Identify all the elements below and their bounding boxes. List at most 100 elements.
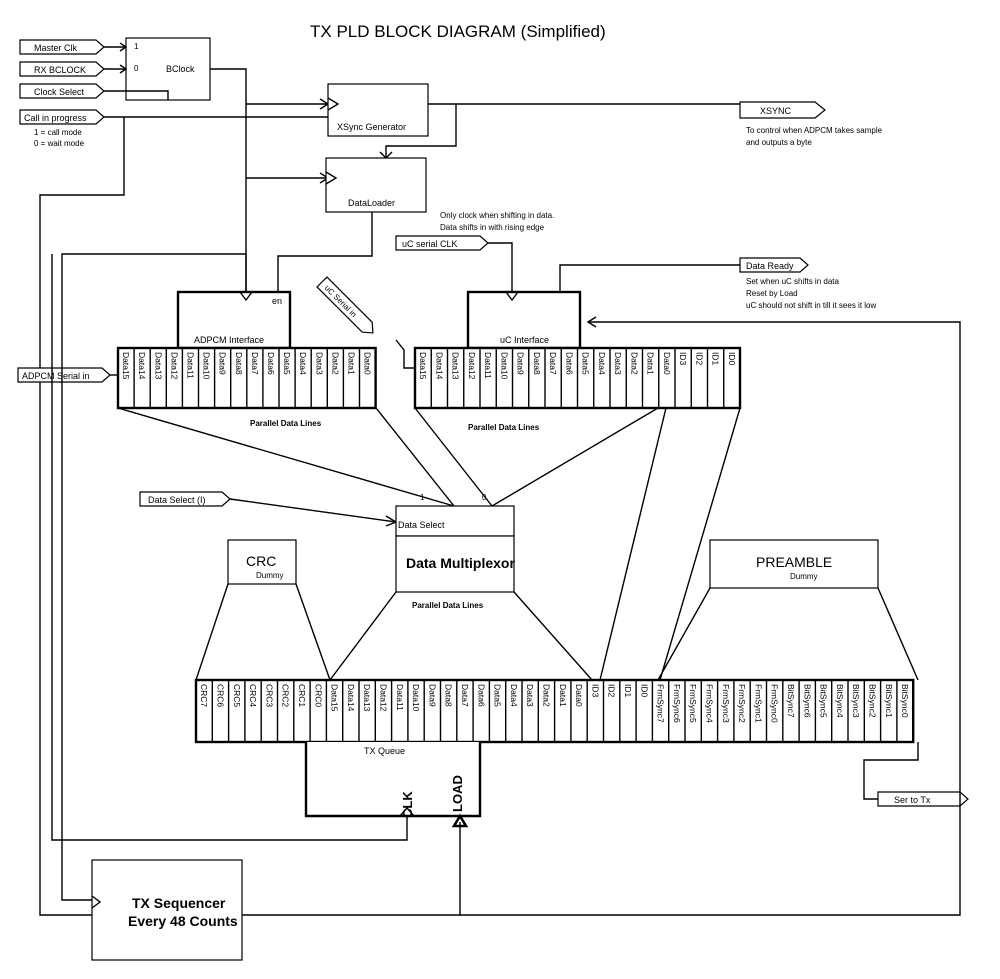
uc-clock-note-2: Data shifts in with rising edge [440,223,545,232]
tx-queue-bit: Data1 [558,684,568,707]
tx-queue-bit: BitSync4 [835,684,845,718]
crc-block: CRC Dummy [227,539,297,585]
en-label: en [272,296,282,306]
svg-text:Data Ready: Data Ready [746,261,794,271]
adpcm-register-bit: Data11 [185,352,195,379]
uc-register-bit: Data7 [548,352,558,375]
uc-register-bit: Data4 [597,352,607,375]
tx-queue-bit: ID3 [590,684,600,698]
adpcm-register-bit: Data13 [153,352,163,380]
uc-register-bit: Data0 [662,352,672,375]
svg-text:uC serial CLK: uC serial CLK [402,239,458,249]
tx-queue-bit: CRC3 [264,684,274,707]
adpcm-register-bit: Data6 [266,352,276,375]
adpcm-register-bit: Data7 [250,352,260,375]
uc-register-bit: Data6 [564,352,574,375]
uc-register-bit: Data5 [581,352,591,375]
svg-text:Every 48 Counts: Every 48 Counts [128,913,238,929]
input-clock-select: Clock Select [19,83,105,99]
tx-queue-bit: FrmSync6 [672,684,682,723]
adpcm-register-bit: Data8 [234,352,244,375]
tx-queue-bit: Data0 [574,684,584,707]
tx-queue-bit: BitSync0 [900,684,910,718]
tx-queue-bit: Data5 [493,684,503,707]
wait-mode-note: 0 = wait mode [34,139,85,148]
tx-queue-bit: CRC0 [313,684,323,707]
input-rx-bclock: RX BCLOCK [19,61,105,77]
adpcm-register-bit: Data5 [282,352,292,375]
uc-register-bit: Data11 [483,352,493,379]
uc-register-bit: Data9 [516,352,526,375]
svg-text:TX Sequencer: TX Sequencer [132,895,226,911]
tx-queue-bit: BitSync5 [819,684,829,718]
tx-queue-bit: Data8 [444,684,454,707]
xsync-note-1: To control when ADPCM takes sample [746,126,883,135]
tx-queue-block: TX Queue CLK LOAD [304,742,482,818]
tx-queue-bit: FrmSync4 [704,684,714,723]
uc-register-bit: Data13 [451,352,461,380]
svg-text:uC Interface: uC Interface [500,335,549,345]
adpcm-register-bit: Data10 [202,352,212,380]
xsync-note-2: and outputs a byte [746,138,812,147]
tx-queue-bit: Data3 [525,684,535,707]
svg-text:TX Queue: TX Queue [364,746,405,756]
parallel-lines-mux: Parallel Data Lines [412,601,484,610]
uc-register-bit: ID2 [694,352,704,366]
uc-register-bit: Data2 [629,352,639,375]
adpcm-register-bit: Data1 [346,352,356,375]
tx-queue-bit: FrmSync3 [721,684,731,723]
mux-input-1: 1 [420,493,425,502]
tx-queue-bit: Data13 [362,684,372,712]
preamble-block: PREAMBLE Dummy [709,539,879,589]
svg-text:Clock Select: Clock Select [34,87,85,97]
tx-queue-bit: BitSync3 [851,684,861,718]
svg-text:XSYNC: XSYNC [760,106,792,116]
page-title: TX PLD BLOCK DIAGRAM (Simplified) [310,22,606,41]
svg-text:Ser to Tx: Ser to Tx [894,795,931,805]
tx-queue-bit: Data9 [427,684,437,707]
svg-text:uC Serial in: uC Serial in [323,283,359,319]
tx-queue-bit: Data4 [509,684,519,707]
tx-queue-bit: Data6 [476,684,486,707]
input-call-in-progress: Call in progress [19,109,105,125]
tx-queue-bit: Data14 [346,684,356,712]
svg-text:CRC: CRC [246,553,276,569]
svg-text:Master Clk: Master Clk [34,43,78,53]
svg-text:ADPCM Serial in: ADPCM Serial in [22,371,90,381]
adpcm-register-bit: Data2 [330,352,340,375]
tx-queue-bit: BitSync2 [867,684,877,718]
tx-sequencer-block: TX Sequencer Every 48 Counts [91,859,243,961]
input-adpcm-serial-in: ADPCM Serial in [17,367,111,383]
adpcm-register-bit: Data14 [137,352,147,380]
tx-queue-bit: CRC4 [248,684,258,707]
uc-interface-block: uC Interface [466,290,582,350]
data-ready-note-3: uC should not shift in till it sees it l… [746,301,877,310]
tx-queue-load: LOAD [450,775,465,812]
svg-text:Call in progress: Call in progress [24,113,87,123]
adpcm-register-bit: Data0 [363,352,373,375]
uc-register-bit: Data15 [418,352,428,380]
uc-register-bit: Data3 [613,352,623,375]
adpcm-register-bit: Data3 [314,352,324,375]
svg-text:Dummy: Dummy [790,572,818,581]
svg-text:XSync Generator: XSync Generator [337,122,406,132]
uc-register-bit: ID3 [678,352,688,366]
tx-queue-bit: Data11 [395,684,405,711]
adpcm-register-bit: Data4 [298,352,308,375]
uc-register-bit: ID0 [727,352,737,366]
svg-text:Dummy: Dummy [256,571,284,580]
data-ready-output: Data Ready [739,257,809,273]
svg-text:RX BCLOCK: RX BCLOCK [34,65,86,75]
tx-queue-bit: Data12 [378,684,388,712]
svg-text:ADPCM Interface: ADPCM Interface [194,335,264,345]
tx-queue-bit: Data15 [330,684,340,712]
tx-queue-bit: ID2 [607,684,617,698]
tx-queue-bit: FrmSync5 [688,684,698,723]
tx-queue-bit: FrmSync1 [753,684,763,723]
tx-queue-bit: BitSync1 [884,684,894,718]
tx-queue-bit: CRC7 [199,684,209,707]
